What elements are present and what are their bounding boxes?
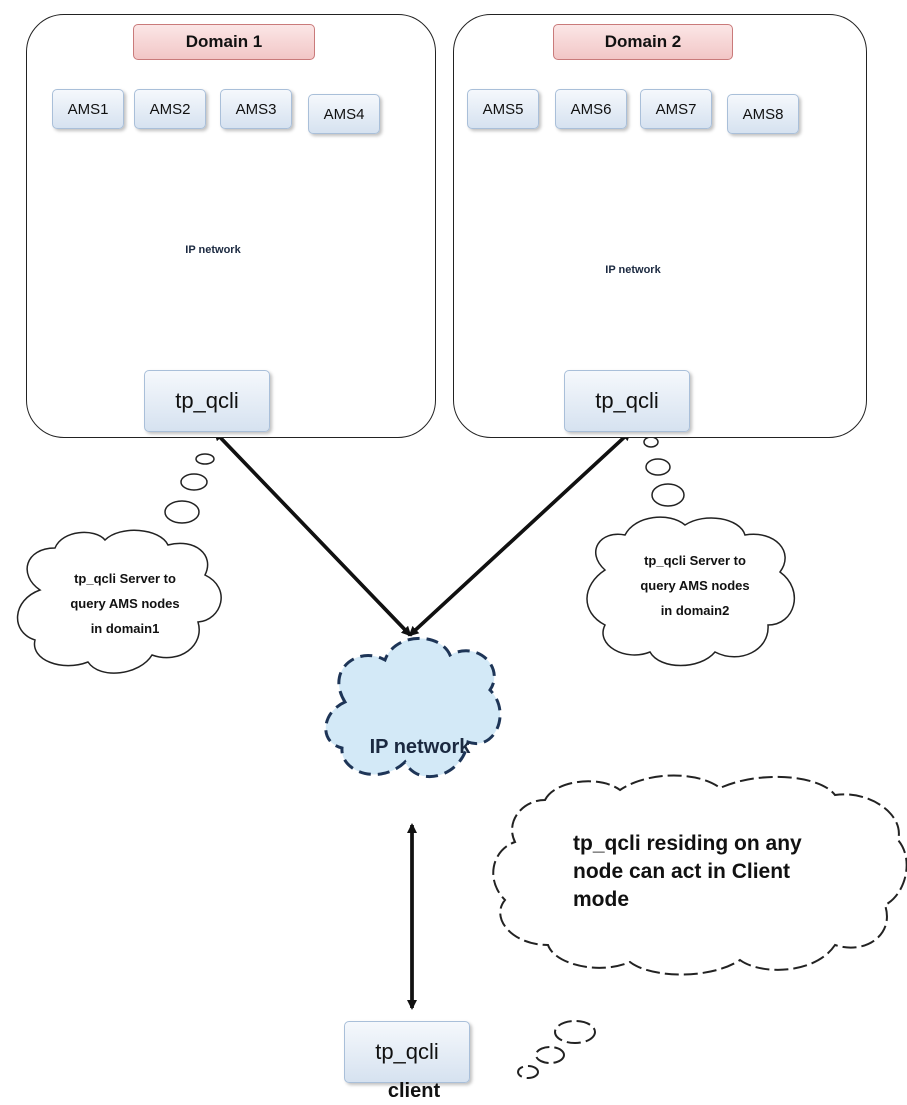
thought-domain2-line3: in domain2 — [660, 603, 730, 618]
ams7-node[interactable]: AMS7 — [640, 89, 712, 129]
thought-domain1-line1: tp_qcli Server to — [74, 571, 176, 586]
thought-text-domain1: tp_qcli Server to query AMS nodes in dom… — [40, 566, 210, 641]
domain2-ip-network-label: IP network — [605, 264, 661, 276]
thought-bubble-domain2 — [586, 436, 796, 667]
thought-bubble-domain1 — [16, 453, 222, 674]
thought-client-line1: tp_qcli residing on any — [573, 832, 802, 855]
domain1-tp-qcli-node[interactable]: tp_qcli — [144, 370, 270, 432]
ams4-node[interactable]: AMS4 — [308, 94, 380, 134]
domain2-container — [453, 14, 867, 438]
thought-client-line3: mode — [573, 888, 630, 911]
thought-text-domain2: tp_qcli Server to query AMS nodes in dom… — [610, 548, 780, 623]
thought-domain1-line2: query AMS nodes — [70, 596, 180, 611]
ams6-node[interactable]: AMS6 — [555, 89, 627, 129]
client-tp-qcli-node[interactable]: tp_qcli — [344, 1021, 470, 1083]
domain2-title: Domain 2 — [553, 24, 733, 60]
central-cross-arrows — [213, 430, 632, 637]
ams3-node[interactable]: AMS3 — [220, 89, 292, 129]
thought-client-line2: node can act in Client — [573, 860, 791, 883]
ams5-node[interactable]: AMS5 — [467, 89, 539, 129]
ams2-node[interactable]: AMS2 — [134, 89, 206, 129]
client-sub-label: client — [387, 1080, 441, 1102]
central-ip-cloud — [324, 636, 502, 779]
thought-text-client: tp_qcli residing on any node can act in … — [573, 830, 893, 914]
domain1-title: Domain 1 — [133, 24, 315, 60]
thought-bubble-client — [492, 774, 907, 1079]
domain1-container — [26, 14, 436, 438]
thought-domain1-line3: in domain1 — [90, 621, 160, 636]
thought-domain2-line2: query AMS nodes — [640, 578, 750, 593]
ams1-node[interactable]: AMS1 — [52, 89, 124, 129]
domain1-ip-network-label: IP network — [185, 244, 241, 256]
thought-domain2-line1: tp_qcli Server to — [644, 553, 746, 568]
ams8-node[interactable]: AMS8 — [727, 94, 799, 134]
central-ip-network-label: IP network — [369, 736, 471, 758]
domain2-tp-qcli-node[interactable]: tp_qcli — [564, 370, 690, 432]
